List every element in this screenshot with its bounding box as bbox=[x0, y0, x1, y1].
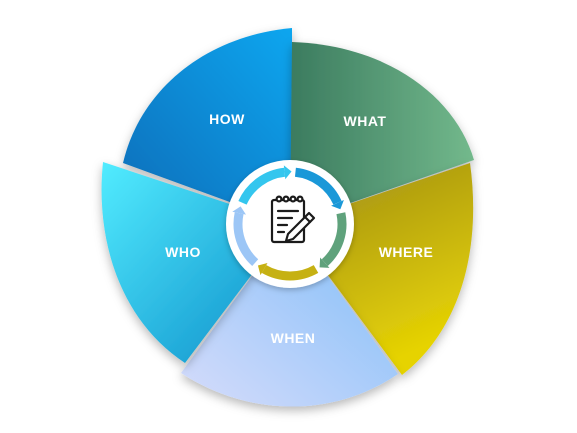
segment-what bbox=[290, 42, 474, 224]
ring-arc bbox=[321, 212, 347, 266]
segment-label-where: WHERE bbox=[379, 244, 434, 260]
notepad-pen-icon bbox=[270, 195, 316, 244]
ring-arrow-head bbox=[331, 200, 344, 210]
segment-label-what: WHAT bbox=[344, 113, 387, 129]
segment-label-who: WHO bbox=[165, 244, 201, 260]
segment-label-how: HOW bbox=[209, 111, 245, 127]
ring-arc bbox=[238, 167, 286, 205]
ring-arrow-head bbox=[232, 206, 246, 215]
center-ring bbox=[232, 165, 347, 281]
ring-arc bbox=[233, 212, 259, 266]
ring-arrow-head bbox=[319, 257, 330, 268]
ring-arc bbox=[294, 167, 342, 205]
ring-arc bbox=[261, 265, 319, 281]
ring-arrow-head bbox=[257, 262, 268, 276]
ring-arrow-head bbox=[283, 165, 292, 180]
segment-when bbox=[181, 224, 398, 407]
segment-label-when: WHEN bbox=[271, 330, 316, 346]
